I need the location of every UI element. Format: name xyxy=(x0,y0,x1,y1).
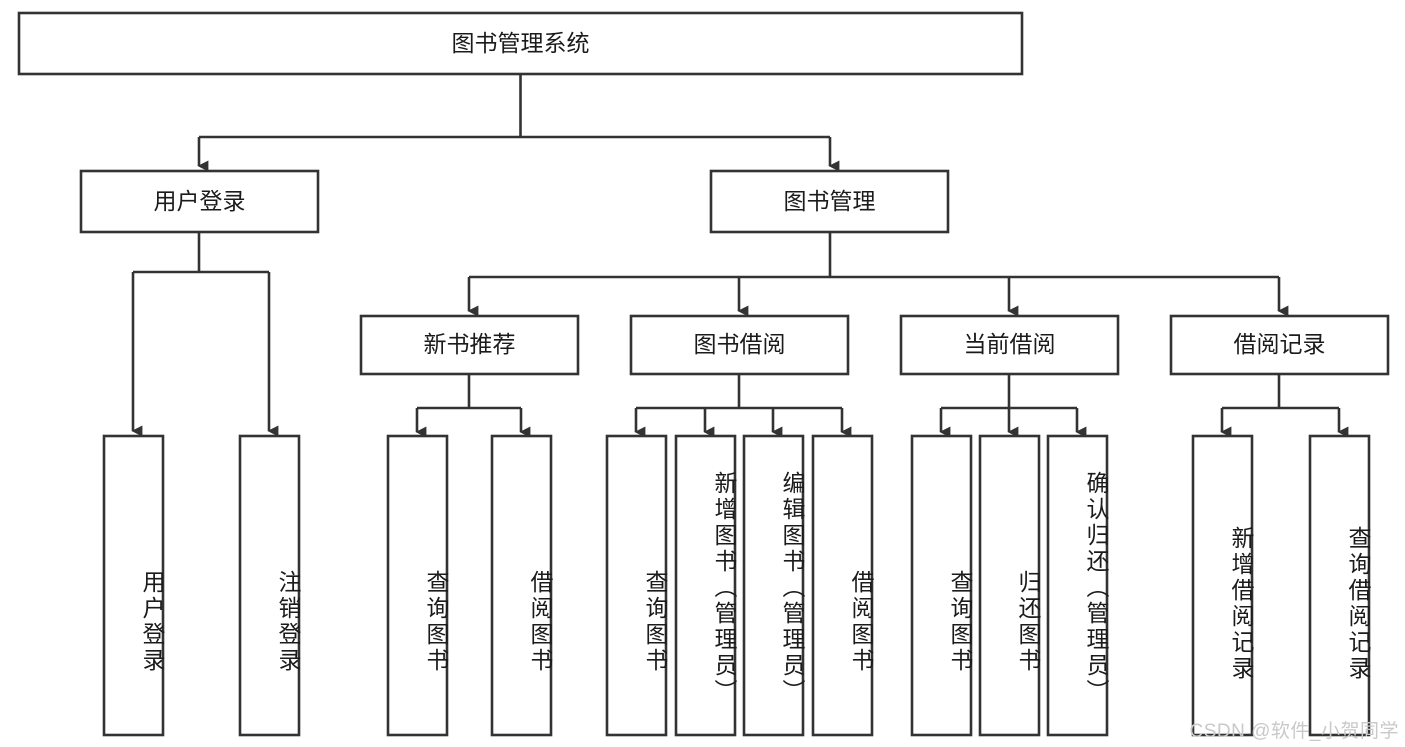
node-leaf-return-book[interactable] xyxy=(978,434,1041,737)
node-book-manage-label: 图书管理 xyxy=(784,188,876,214)
node-leaf-edit-book[interactable] xyxy=(742,434,805,737)
node-current-borrow-label: 当前借阅 xyxy=(964,331,1056,357)
node-leaf-query-book-1[interactable] xyxy=(386,434,449,737)
node-leaf-user-logout[interactable] xyxy=(238,434,301,737)
node-user-login[interactable] xyxy=(79,169,320,234)
node-leaf-borrow-book-2[interactable] xyxy=(811,434,874,737)
node-leaf-query-book-2[interactable] xyxy=(605,434,668,737)
node-leaf-add-book[interactable] xyxy=(674,434,737,737)
node-leaf-confirm-return[interactable] xyxy=(1046,434,1109,737)
csdn-watermark: CSDN @软件_小贺同学 xyxy=(1189,721,1399,742)
node-user-login-label: 用户登录 xyxy=(154,188,246,214)
node-root[interactable] xyxy=(17,11,1024,76)
node-new-book-rec-label: 新书推荐 xyxy=(424,331,516,357)
node-book-borrow-label: 图书借阅 xyxy=(694,331,786,357)
node-book-manage[interactable] xyxy=(709,169,950,234)
node-borrow-record-label: 借阅记录 xyxy=(1234,331,1326,357)
node-root-label: 图书管理系统 xyxy=(452,30,590,56)
node-leaf-user-login[interactable] xyxy=(102,434,165,737)
node-leaf-borrow-book-1[interactable] xyxy=(490,434,553,737)
node-leaf-query-book-3[interactable] xyxy=(910,434,973,737)
node-book-borrow[interactable] xyxy=(629,314,850,376)
node-new-book-rec[interactable] xyxy=(359,314,580,376)
node-leaf-add-record[interactable] xyxy=(1191,434,1254,737)
connector-group xyxy=(131,74,1349,438)
node-current-borrow[interactable] xyxy=(899,314,1120,376)
node-leaf-query-record[interactable] xyxy=(1308,434,1371,737)
node-borrow-record[interactable] xyxy=(1169,314,1390,376)
